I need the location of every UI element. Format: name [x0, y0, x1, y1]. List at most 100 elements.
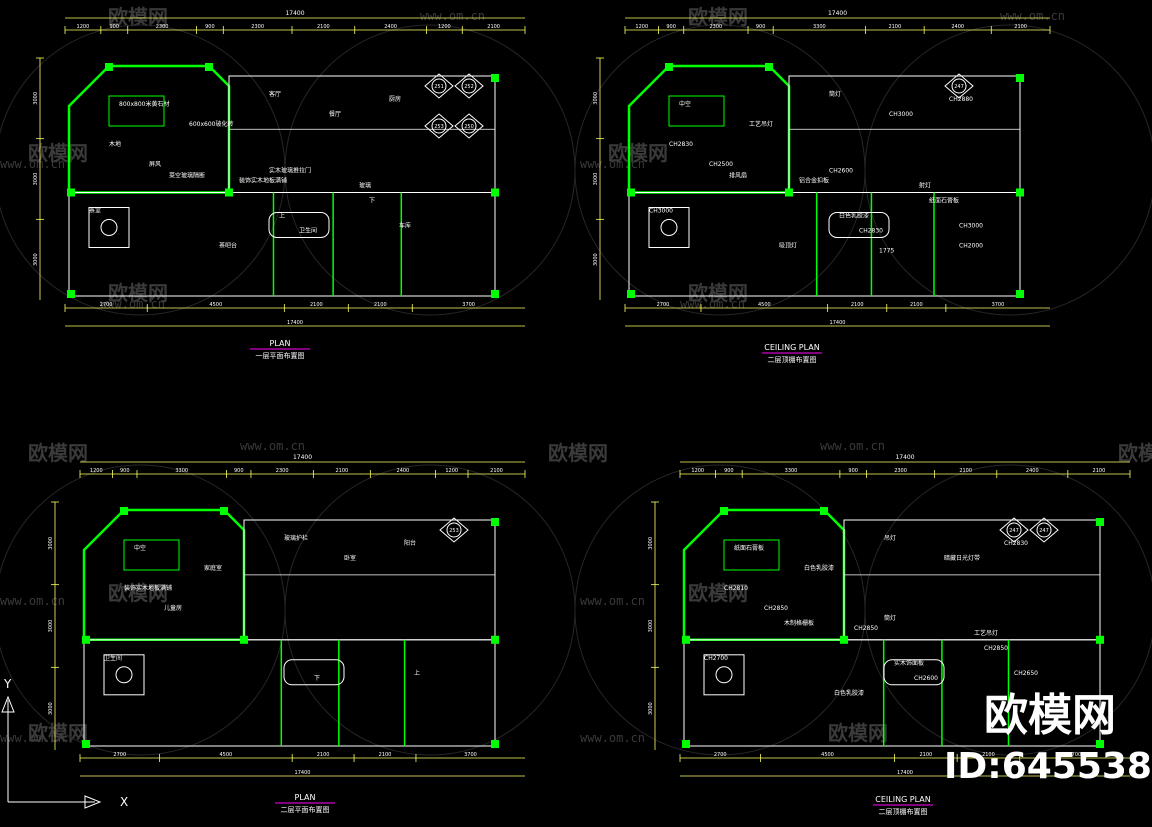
wall-column [1016, 290, 1024, 298]
section-marker-label: 247 [1039, 528, 1049, 534]
watermark-url: www.om.cn [240, 439, 305, 453]
dimension-label: 3000 [593, 173, 599, 186]
brand-id-text: ID:645538 [944, 746, 1152, 787]
section-marker [439, 517, 469, 543]
dimension-label: 3700 [992, 302, 1005, 308]
dimension-label: 2400 [384, 24, 397, 30]
wall-column [205, 63, 213, 71]
brand-logo-text: 欧模网 [984, 690, 1116, 741]
wall-outline [788, 75, 1021, 193]
watermark-layer: 欧模网欧模网欧模网欧模网欧模网欧模网欧模网欧模网欧模网欧模网欧模网欧模网欧模网w… [0, 5, 1152, 756]
table-furniture [648, 207, 690, 248]
dimension-label: 1200 [635, 24, 648, 30]
room-label: 筒灯 [829, 90, 841, 98]
dimension-label: 2100 [317, 24, 330, 30]
room-label: CH2810 [724, 585, 748, 592]
room-label: 玻璃护栏 [284, 534, 308, 542]
wall-column [682, 635, 690, 644]
room-label: 玻璃 [359, 182, 371, 190]
dimension-label: 2300 [894, 468, 907, 474]
room-label: 工艺吊灯 [749, 120, 773, 128]
section-marker-label: 252 [464, 84, 474, 90]
section-marker-circle [431, 118, 447, 134]
dimension-label: 3000 [593, 253, 599, 266]
dimension-label: 3700 [462, 302, 475, 308]
section-marker-label: 250 [464, 124, 474, 130]
dimension-label: 3000 [48, 537, 54, 550]
dimension-label: 2100 [919, 752, 932, 758]
panel-title: CEILING PLAN [764, 343, 819, 352]
wall-column [840, 635, 848, 644]
room-label: 屏风 [149, 161, 161, 168]
dimension-label: 3000 [648, 620, 654, 633]
watermark-text: 欧模网 [1118, 441, 1152, 465]
round-table [715, 666, 733, 684]
section-marker-label: 247 [954, 84, 964, 90]
dimension-label: 900 [724, 468, 734, 474]
watermark-circle [864, 464, 1152, 756]
wall-column [491, 518, 499, 526]
watermark-circle [284, 24, 576, 316]
wall-column [491, 188, 499, 197]
room-label: CH2600 [914, 675, 938, 682]
section-marker-circle [1006, 522, 1022, 538]
section-marker-label: 251 [434, 84, 444, 90]
room-label: 餐厅 [329, 110, 341, 118]
dimension-label: 2100 [1014, 24, 1027, 30]
sofa-furniture [723, 539, 780, 571]
watermark-text: 欧模网 [688, 281, 748, 305]
room-label: 1775 [879, 248, 894, 255]
dimension-label: 3000 [48, 702, 54, 715]
room-label: 排风扇 [729, 172, 747, 180]
room-label: 实木玻璃推拉门 [269, 167, 311, 175]
wall-column [1096, 518, 1104, 526]
watermark-url: www.om.cn [420, 9, 485, 23]
dimension-label: 3000 [648, 702, 654, 715]
wall-outline [843, 519, 1101, 641]
watermark-url: www.om.cn [680, 297, 745, 311]
section-marker-circle [461, 118, 477, 134]
dimension-total-top: 17400 [828, 10, 847, 17]
room-label: 白色乳胶漆 [834, 689, 864, 697]
panel-title: PLAN [270, 339, 291, 348]
watermark-text: 欧模网 [828, 721, 888, 745]
room-label: CH2850 [854, 625, 878, 632]
section-marker-circle [446, 522, 462, 538]
section-marker-circle [461, 78, 477, 94]
watermark-url: www.om.cn [580, 731, 645, 745]
room-label: 儿童房 [164, 604, 182, 612]
room-label: CH2000 [959, 243, 983, 250]
room-label: CH3000 [649, 208, 673, 215]
room-label: 工艺吊灯 [974, 629, 998, 637]
wall-column [105, 63, 113, 71]
dimension-total-top: 17400 [285, 10, 304, 17]
dimension-label: 3000 [48, 620, 54, 633]
room-label: 筒灯 [884, 614, 896, 622]
dimension-label: 3300 [175, 468, 188, 474]
room-label: 吊灯 [884, 534, 896, 542]
axis-x-label: X [120, 795, 128, 809]
room-label: CH3000 [889, 111, 913, 118]
room-label: 下 [369, 198, 375, 205]
dimension-label: 4500 [821, 752, 834, 758]
dimension-label: 2100 [1093, 468, 1106, 474]
dimension-label: 900 [205, 24, 215, 30]
room-label: 客厅 [269, 90, 281, 98]
car-or-bed-furniture [828, 212, 890, 238]
watermark-url: www.om.cn [0, 157, 65, 171]
dimension-label: 2400 [1026, 468, 1039, 474]
room-label: 中空 [134, 544, 146, 552]
wall-column [491, 740, 499, 748]
room-label: 上 [414, 669, 420, 677]
room-label: CH3000 [959, 223, 983, 230]
panel-subtitle: 一层平面布置图 [256, 351, 305, 360]
dimension-label: 900 [666, 24, 676, 30]
dimension-label: 2100 [959, 468, 972, 474]
wall-column [820, 507, 828, 515]
wall-column [220, 507, 228, 515]
room-label: 白色乳胶漆 [804, 564, 834, 572]
